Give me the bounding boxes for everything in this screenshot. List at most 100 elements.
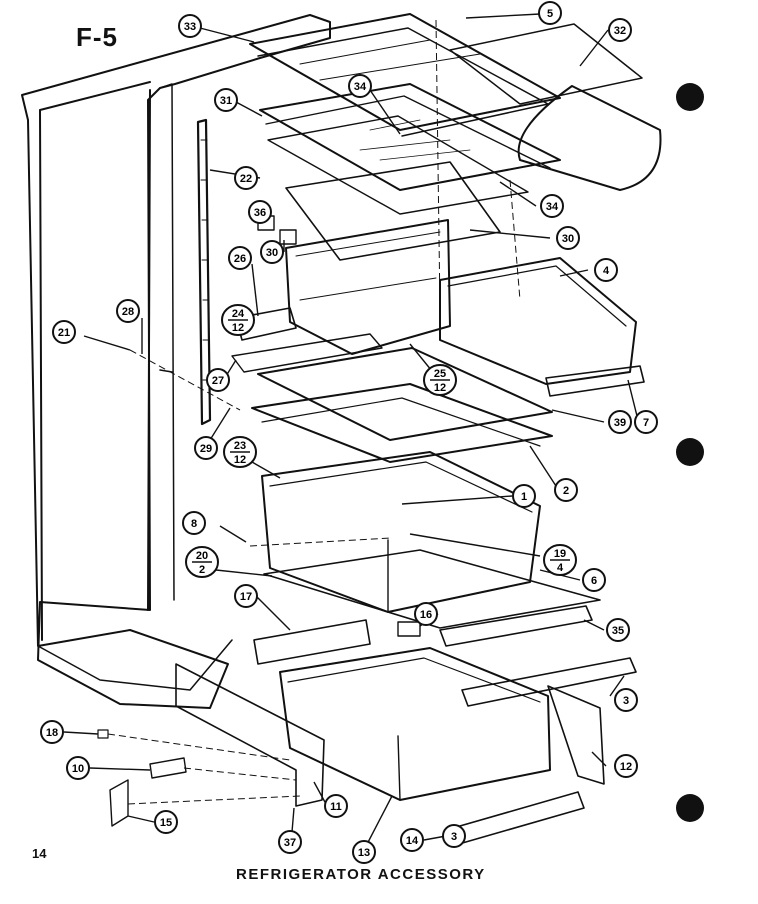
divider-16	[253, 619, 371, 665]
callout-2: 2	[554, 478, 578, 502]
callout-3: 3	[614, 688, 638, 712]
callout-number: 15	[160, 817, 172, 829]
callout-8: 8	[182, 511, 206, 535]
callout-31: 31	[214, 88, 238, 112]
callout-39: 39	[608, 410, 632, 434]
callout-numerator: 20	[196, 550, 208, 562]
top-shelf-33	[249, 13, 561, 131]
callout-27: 27	[206, 368, 230, 392]
callout-11: 11	[324, 794, 348, 818]
callout-numerator: 23	[234, 440, 246, 452]
callout-number: 7	[643, 417, 649, 429]
bracket-12	[149, 757, 187, 779]
callout-number: 36	[254, 207, 266, 219]
light-strip	[196, 118, 212, 426]
plug-10	[97, 729, 109, 739]
cabinet-edge-trim	[159, 83, 175, 601]
callout-denominator: 12	[232, 322, 244, 334]
callout-number: 17	[240, 591, 252, 603]
callout-33: 33	[178, 14, 202, 38]
callout-20-over-2: 202	[185, 546, 219, 578]
callout-12: 12	[614, 754, 638, 778]
glass-shelf-7	[257, 347, 553, 441]
callout-numerator: 19	[554, 548, 566, 560]
callout-34: 34	[348, 74, 372, 98]
callout-number: 28	[122, 306, 134, 318]
callout-number: 32	[614, 25, 626, 37]
rail-29	[545, 365, 645, 397]
callout-30: 30	[556, 226, 580, 250]
shelf-1	[251, 383, 553, 463]
callout-denominator: 2	[199, 564, 205, 576]
callout-number: 5	[547, 8, 553, 20]
callout-16: 16	[414, 602, 438, 626]
callout-35: 35	[606, 618, 630, 642]
callout-number: 34	[354, 81, 367, 93]
hinge-11	[109, 779, 129, 827]
callout-number: 30	[266, 247, 278, 259]
callout-number: 35	[612, 625, 624, 637]
callout-denominator: 12	[234, 454, 246, 466]
callout-37: 37	[278, 830, 302, 854]
callout-number: 16	[420, 609, 432, 621]
callout-number: 11	[330, 801, 342, 813]
cover-35	[397, 621, 421, 637]
callout-number: 31	[220, 95, 232, 107]
callout-19-over-4: 194	[543, 544, 577, 576]
meat-keeper-cover	[285, 161, 501, 261]
cabinet-inner-wall	[39, 81, 151, 641]
meat-keeper-drawer	[285, 219, 451, 355]
figure-id: F-5	[76, 22, 118, 52]
callout-numerator: 24	[232, 308, 245, 320]
callout-number: 18	[46, 727, 58, 739]
callout-32: 32	[608, 18, 632, 42]
callout-number: 33	[184, 21, 196, 33]
cabinet-side-wall	[21, 14, 331, 709]
callout-number: 26	[234, 253, 246, 265]
slide-bracket-15	[547, 685, 605, 785]
rail-18	[461, 657, 637, 707]
callout-number: 3	[623, 695, 629, 707]
callout-36: 36	[248, 200, 272, 224]
callout-13: 13	[352, 840, 376, 864]
callout-22: 22	[234, 166, 258, 190]
bin-lid-32	[449, 23, 643, 105]
callout-number: 6	[591, 575, 597, 587]
callout-14: 14	[400, 828, 424, 852]
callout-number: 2	[563, 485, 569, 497]
callout-number: 3	[451, 831, 457, 843]
callout-numerator: 25	[434, 368, 446, 380]
callout-number: 30	[562, 233, 574, 245]
callout-6: 6	[582, 568, 606, 592]
callout-3: 3	[442, 824, 466, 848]
door-bin-36	[517, 85, 662, 191]
callout-28: 28	[116, 299, 140, 323]
figure-caption: REFRIGERATOR ACCESSORY	[236, 866, 486, 883]
rail-3	[445, 791, 585, 847]
callout-denominator: 4	[557, 562, 564, 574]
lower-shelf-17	[263, 549, 601, 629]
callout-number: 12	[620, 761, 632, 773]
callout-17: 17	[234, 584, 258, 608]
binder-hole	[676, 438, 704, 466]
crisper-drawer-28	[439, 257, 637, 385]
callout-15: 15	[154, 810, 178, 834]
callout-26: 26	[228, 246, 252, 270]
slide-rail-13	[175, 663, 325, 807]
callout-29: 29	[194, 436, 218, 460]
shelf-frame-39	[231, 333, 383, 373]
binder-hole	[676, 83, 704, 111]
callout-number: 34	[546, 201, 559, 213]
binder-hole	[676, 794, 704, 822]
callout-number: 27	[212, 375, 224, 387]
callout-number: 14	[406, 835, 419, 847]
cabinet-front-flange	[37, 639, 233, 691]
callout-number: 13	[358, 847, 370, 859]
callout-18: 18	[40, 720, 64, 744]
callout-21: 21	[52, 320, 76, 344]
callout-30: 30	[260, 240, 284, 264]
